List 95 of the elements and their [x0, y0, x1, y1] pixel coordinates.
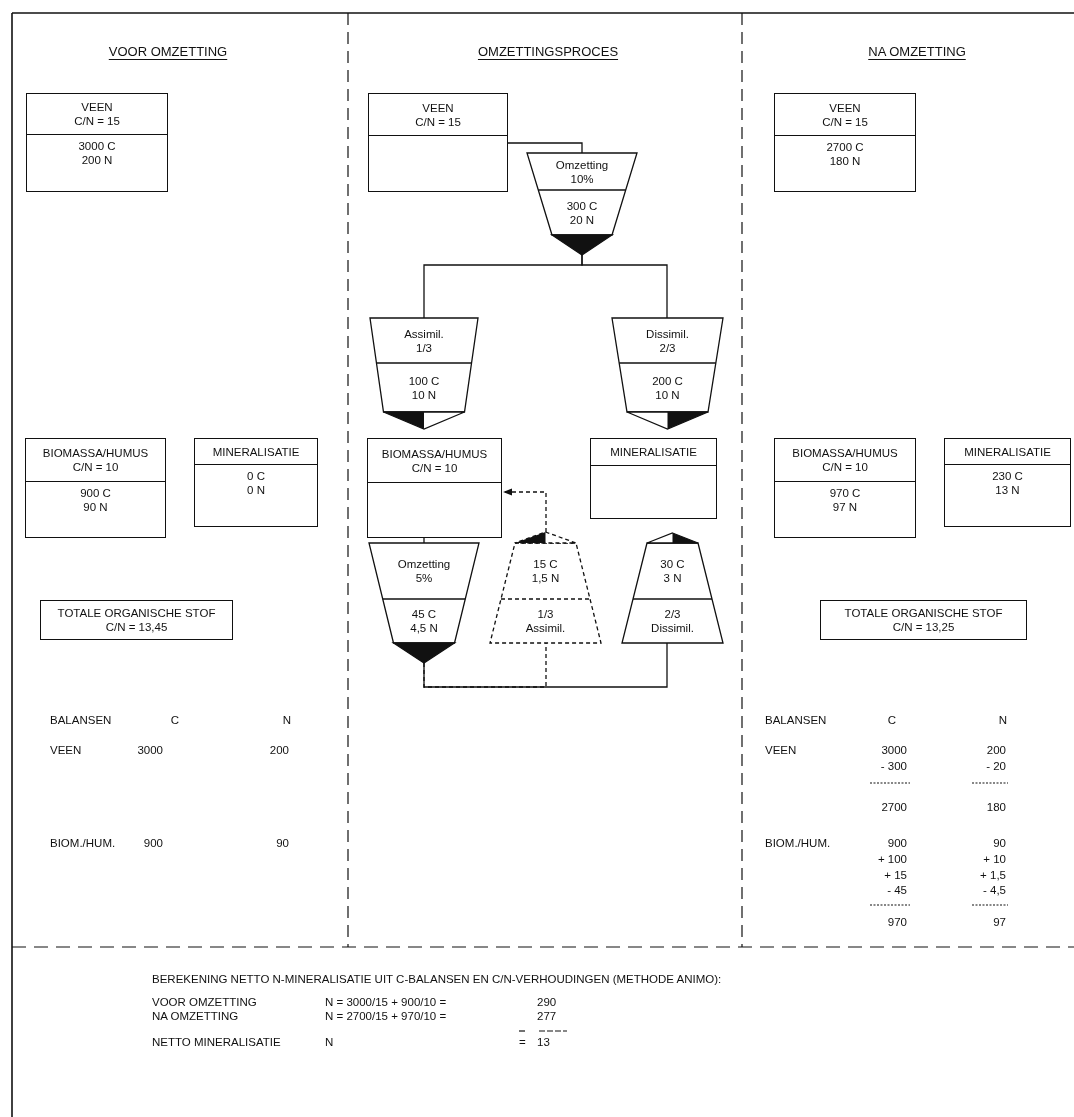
- compartment-box: [590, 438, 717, 519]
- node-values: 900 C 90 N: [79, 486, 112, 514]
- table-value: 970: [887, 915, 907, 929]
- table-value: - 300: [880, 759, 907, 773]
- table-value: 90: [993, 836, 1006, 850]
- node-heading: VEEN C/N = 15: [821, 100, 869, 129]
- compartment-box: [368, 93, 508, 192]
- compartment-box: [194, 438, 318, 527]
- arrow: [503, 488, 547, 533]
- funnel-shape: [612, 318, 723, 429]
- node-heading: Omzetting 5%: [396, 557, 452, 585]
- result-value: 277: [537, 1009, 557, 1023]
- funnel-shape: [369, 543, 479, 663]
- node-values: 970 C 97 N: [828, 486, 862, 514]
- formula-text: N: [325, 1035, 334, 1049]
- total-box: [40, 600, 233, 640]
- node-heading: VEEN C/N = 15: [73, 100, 121, 128]
- row-label: BIOM./HUM.: [765, 836, 831, 850]
- row-label: BIOM./HUM.: [50, 836, 116, 850]
- compartment-box: [25, 438, 166, 538]
- node-heading: MINERALISATIE: [964, 444, 1051, 459]
- node-values: 3000 C 200 N: [77, 139, 117, 167]
- table-value: 200: [986, 743, 1006, 757]
- node-heading: MINERALISATIE: [610, 445, 697, 459]
- compartment-box: [367, 438, 502, 538]
- row-label: VEEN: [765, 743, 797, 757]
- table-value: - 20: [986, 759, 1006, 773]
- node-values: 100 C 10 N: [407, 373, 441, 402]
- compartment-box: [26, 93, 168, 192]
- row-label: NA OMZETTING: [152, 1009, 239, 1023]
- table-value: + 10: [983, 852, 1006, 866]
- node-heading: Assimil. 1/3: [403, 326, 445, 355]
- compartment-box: [944, 438, 1071, 527]
- table-value: 97: [993, 915, 1006, 929]
- connector-line: [423, 537, 425, 544]
- table-header: BALANSEN: [765, 713, 827, 727]
- connector-line: [507, 142, 583, 154]
- node-values: 0 C 0 N: [246, 469, 266, 497]
- table-header: BALANSEN: [50, 713, 112, 727]
- result-value: 13: [537, 1035, 550, 1049]
- node-heading: 15 C 1,5 N: [530, 557, 561, 585]
- column-heading: NA OMZETTING: [868, 45, 966, 59]
- funnel-shape: [622, 533, 723, 643]
- node-heading: TOTALE ORGANISCHE STOF C/N = 13,45: [56, 605, 217, 634]
- node-heading: BIOMASSA/HUMUS C/N = 10: [380, 446, 489, 475]
- table-value: + 1,5: [980, 868, 1006, 882]
- table-header: C: [887, 713, 897, 727]
- table-value: 900: [143, 836, 163, 850]
- node-heading: TOTALE ORGANISCHE STOF C/N = 13,25: [843, 605, 1004, 634]
- table-value: 3000: [137, 743, 163, 757]
- table-value: 900: [887, 836, 907, 850]
- table-value: 2700: [881, 800, 907, 814]
- result-value: 290: [537, 995, 557, 1009]
- connector-line: [581, 254, 668, 319]
- node-heading: BIOMASSA/HUMUS C/N = 10: [41, 446, 150, 474]
- column-heading: OMZETTINGSPROCES: [477, 45, 619, 59]
- table-value: + 15: [884, 868, 907, 882]
- formula-heading: BEREKENING NETTO N-MINERALISATIE UIT C-BALANSEN EN C/N-VERHOUDINGEN (METHODE ANIMO):: [152, 972, 722, 986]
- node-heading: VEEN C/N = 15: [414, 100, 462, 129]
- column-heading: VOOR OMZETTING: [108, 45, 228, 59]
- row-label: VOOR OMZETTING: [152, 995, 257, 1009]
- compartment-box: [774, 93, 916, 192]
- node-values: 200 C 10 N: [651, 373, 684, 402]
- connector-line: [423, 642, 668, 688]
- funnel-shape: [490, 532, 601, 643]
- table-header: C: [170, 713, 180, 727]
- table-value: + 100: [877, 852, 907, 866]
- node-heading: BIOMASSA/HUMUS C/N = 10: [791, 446, 899, 474]
- table-value: 3000: [881, 743, 907, 757]
- funnel-shape: [527, 153, 637, 255]
- row-label: NETTO MINERALISATIE: [152, 1035, 281, 1049]
- table-value: - 4,5: [983, 883, 1006, 897]
- node-values: 45 C 4,5 N: [409, 607, 439, 635]
- table-value: 180: [986, 800, 1006, 814]
- node-heading: 30 C 3 N: [659, 557, 686, 585]
- row-label: VEEN: [50, 743, 82, 757]
- formula-text: N = 3000/15 + 900/10 =: [325, 995, 447, 1009]
- formula-text: =: [519, 1035, 526, 1049]
- node-values: 2/3 Dissimil.: [650, 607, 695, 635]
- table-value: - 45: [887, 883, 907, 897]
- formula-text: N = 2700/15 + 970/10 =: [325, 1009, 447, 1023]
- node-values: 2700 C 180 N: [825, 140, 865, 168]
- table-value: 200: [269, 743, 289, 757]
- table-header: N: [998, 713, 1008, 727]
- node-heading: Dissimil. 2/3: [645, 326, 690, 355]
- funnel-shape: [370, 318, 478, 429]
- node-heading: MINERALISATIE: [212, 444, 300, 459]
- node-heading: Omzetting 10%: [554, 157, 610, 186]
- compartment-box: [774, 438, 916, 538]
- total-box: [820, 600, 1027, 640]
- node-values: 230 C 13 N: [991, 469, 1024, 497]
- table-value: 90: [276, 836, 289, 850]
- node-values: 300 C 20 N: [565, 198, 599, 227]
- node-values: 1/3 Assimil.: [524, 607, 567, 635]
- table-header: N: [282, 713, 292, 727]
